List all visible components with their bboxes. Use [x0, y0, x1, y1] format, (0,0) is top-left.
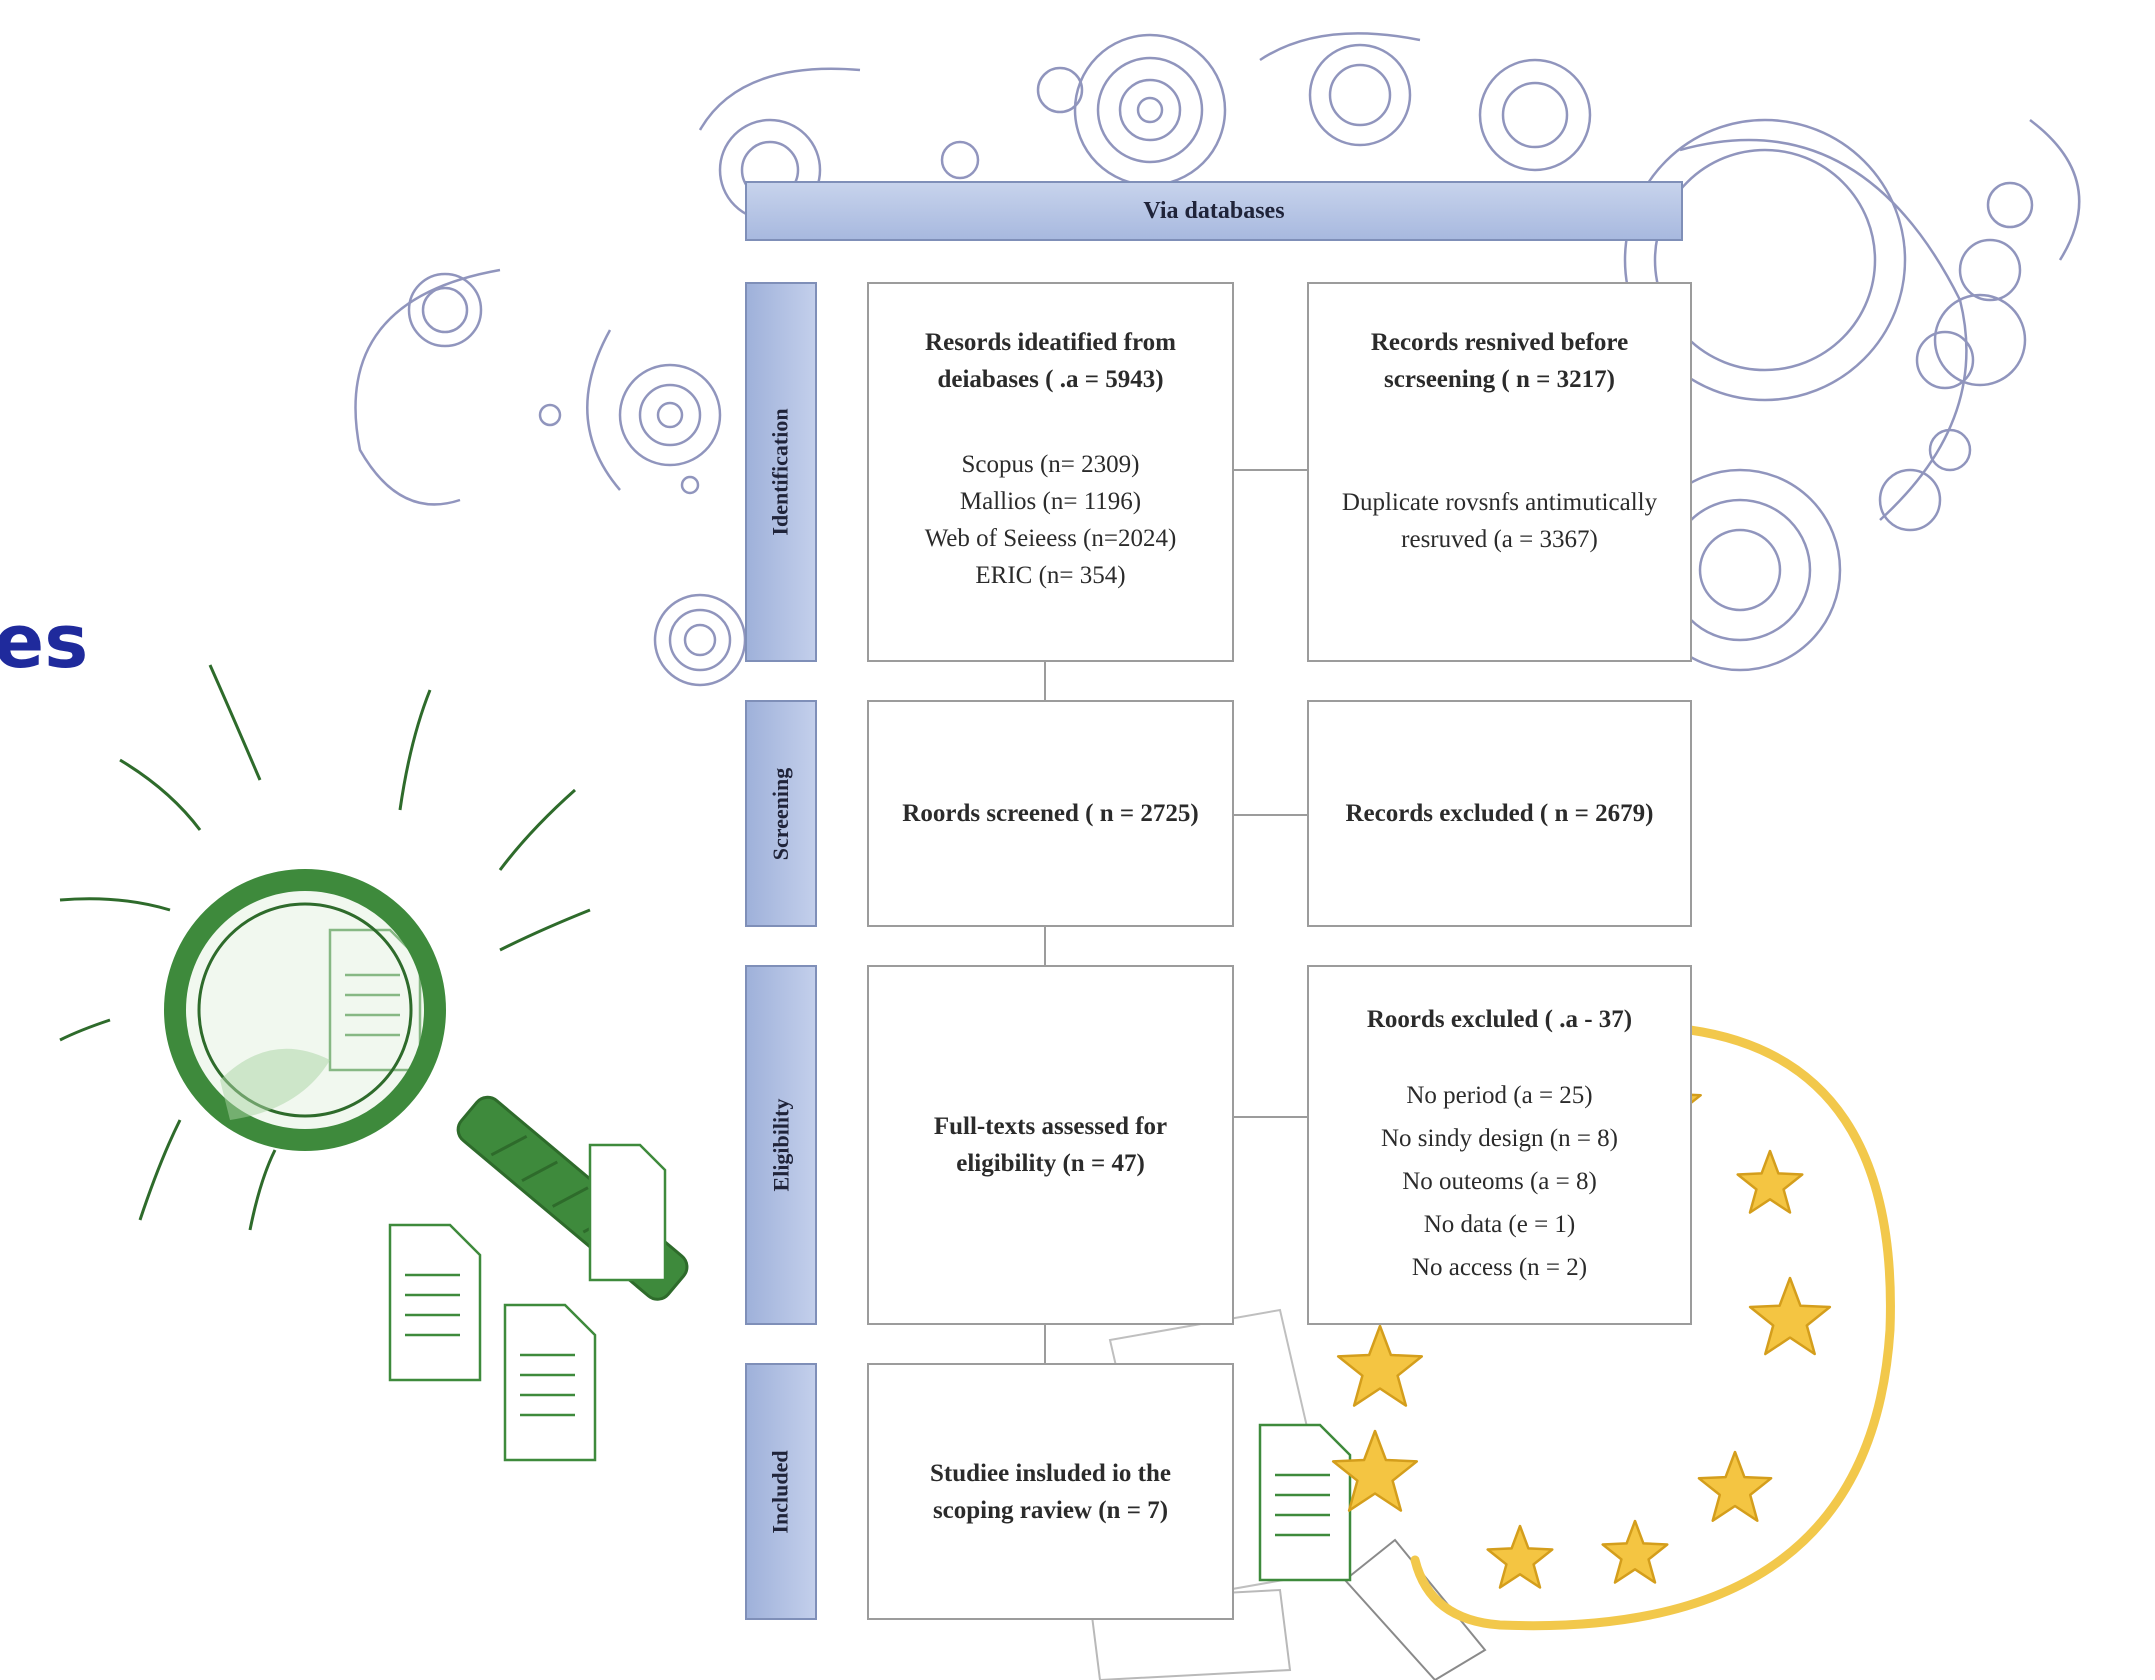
- star-icon: [1336, 1324, 1424, 1407]
- stage-included: Included: [745, 1363, 817, 1620]
- page-heading-fragment: es: [0, 599, 89, 685]
- document-icon: [1258, 1423, 1352, 1582]
- records-screened-box: Roords screened ( n = 2725): [867, 700, 1234, 927]
- exclusion-reason: No period (a = 25): [1406, 1082, 1593, 1109]
- source-web-of-science: Web of Seieess (n=2024): [924, 525, 1177, 552]
- fulltext-assessed-box: Full-texts assessed for eligibility (n =…: [867, 965, 1234, 1325]
- studies-included-box: Studiee insluded io the scoping raview (…: [867, 1363, 1234, 1620]
- stage-eligibility: Eligibility: [745, 965, 817, 1325]
- star-icon: [1748, 1276, 1832, 1356]
- records-identified-box: Resords ideatified from deiabases ( .a =…: [867, 282, 1234, 662]
- star-icon: [1331, 1429, 1419, 1512]
- doodle-swirls: [354, 32, 2081, 687]
- source-header-bar: Via databases: [745, 181, 1683, 241]
- star-icon: [1697, 1450, 1773, 1522]
- exclusion-reason: No sindy design (n = 8): [1381, 1125, 1618, 1152]
- magnifying-glass-icon: [59, 664, 689, 1462]
- records-removed-box: Records resnived before scrseening ( n =…: [1307, 282, 1692, 662]
- star-icon: [1601, 1519, 1669, 1584]
- flow-connectors: [1044, 469, 1307, 1363]
- document-icon: [328, 928, 422, 1072]
- exclusion-reason: No access (n = 2): [1411, 1254, 1588, 1281]
- exclusion-reason: No outeoms (a = 8): [1402, 1168, 1597, 1195]
- stage-identification: Identification: [745, 282, 817, 662]
- source-mallios: Mallios (n= 1196): [959, 488, 1142, 515]
- star-icon: [1486, 1524, 1554, 1589]
- exclusion-reason: No data (e = 1): [1423, 1211, 1576, 1238]
- source-scopus: Scopus (n= 2309): [961, 451, 1140, 478]
- records-excluded-fulltext-box: Roords excluled ( .a - 37) No period (a …: [1307, 965, 1692, 1325]
- stage-screening: Screening: [745, 700, 817, 927]
- records-excluded-screening-box: Records excluded ( n = 2679): [1307, 700, 1692, 927]
- star-icon: [1736, 1149, 1804, 1214]
- source-eric: ERIC (n= 354): [975, 562, 1126, 589]
